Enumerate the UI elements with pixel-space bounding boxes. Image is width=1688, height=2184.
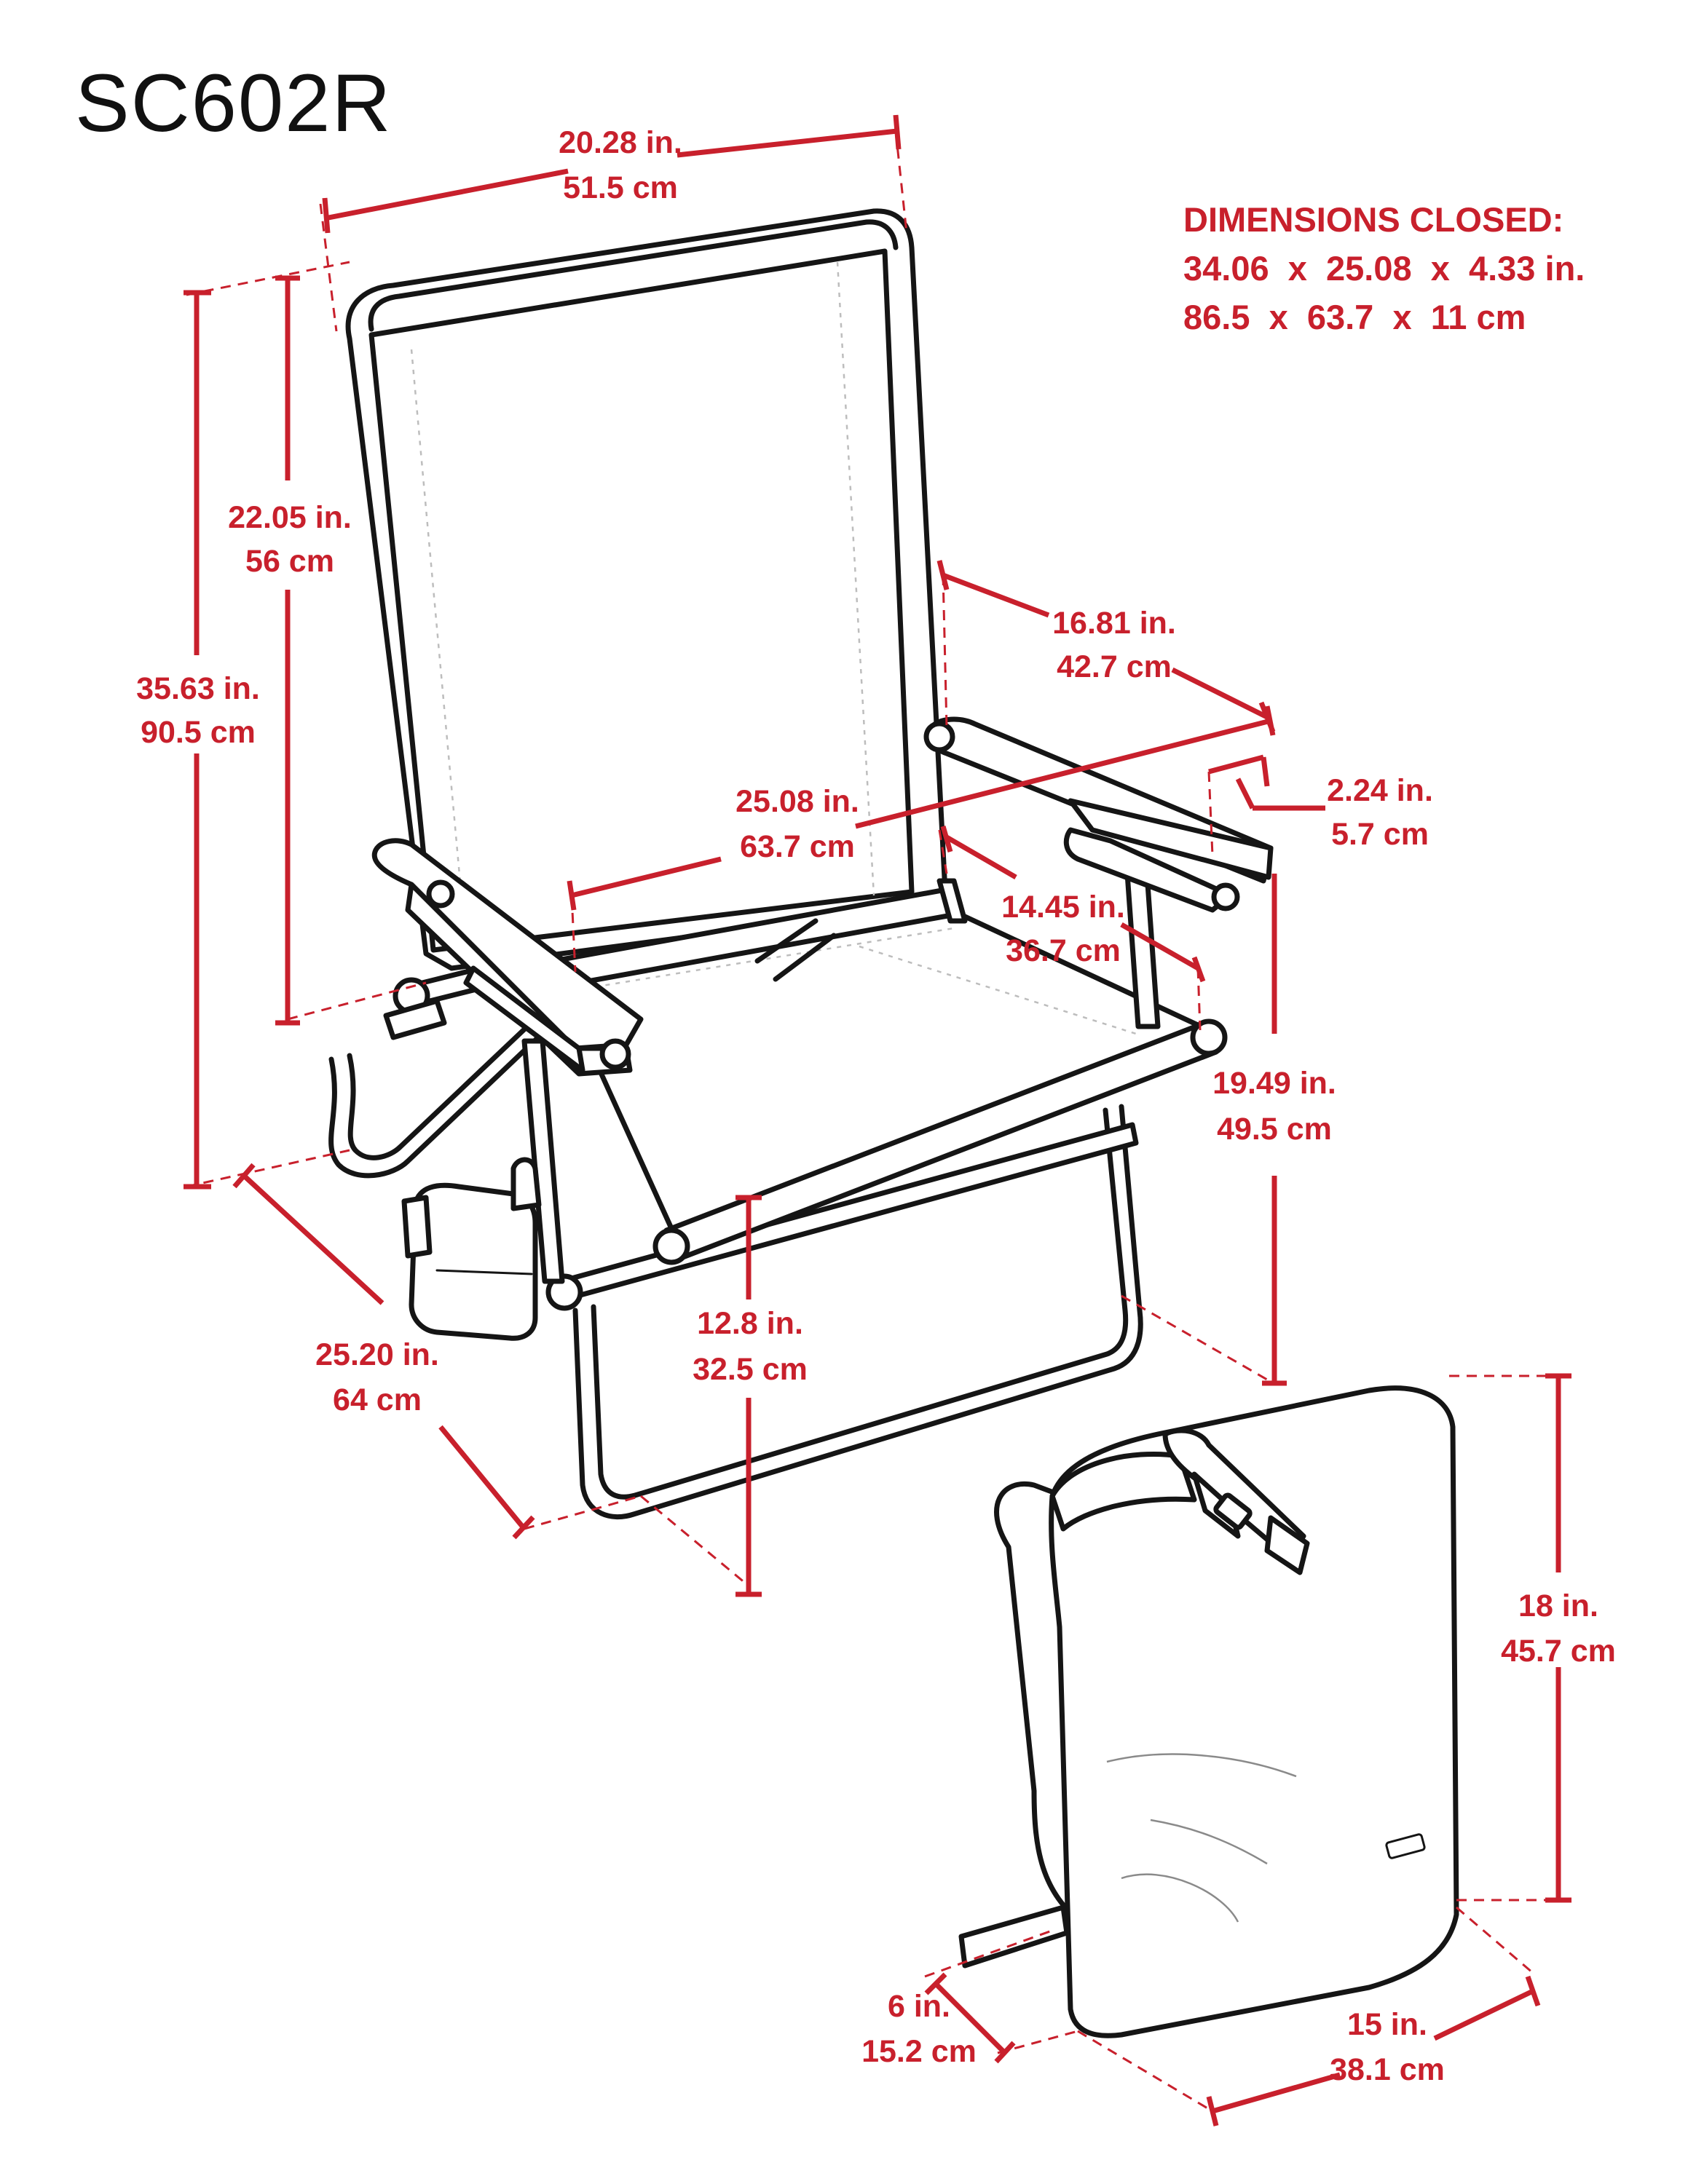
rear-leg-loop xyxy=(328,1020,556,1179)
logo-patch xyxy=(1385,1833,1426,1859)
closed-imperial: 34.06 x 25.08 x 4.33 in. xyxy=(1183,249,1585,288)
seat-depth-in: 14.45 in. xyxy=(1001,890,1125,925)
closed-metric: 86.5 x 63.7 x 11 cm xyxy=(1183,298,1526,336)
dimension-lines xyxy=(184,114,1571,2126)
bag-width-cm: 38.1 cm xyxy=(1330,2052,1445,2087)
dimension-labels: 20.28 in. 51.5 cm 22.05 in. 56 cm 35.63 … xyxy=(136,125,1616,2087)
buckle-icon xyxy=(1213,1492,1253,1530)
arm-width-cm: 5.7 cm xyxy=(1331,817,1429,852)
bag-depth-cm: 15.2 cm xyxy=(861,2034,977,2069)
backrest-fabric xyxy=(368,248,915,953)
arm-height-in: 19.49 in. xyxy=(1212,1066,1336,1101)
arm-length-in: 16.81 in. xyxy=(1052,606,1176,641)
total-depth-in: 25.20 in. xyxy=(315,1337,439,1372)
total-width-in: 25.08 in. xyxy=(735,784,859,819)
bag-height-in: 18 in. xyxy=(1518,1588,1598,1623)
bag-depth-in: 6 in. xyxy=(888,1989,950,2024)
back-width-cm: 51.5 cm xyxy=(563,170,678,205)
closed-dimensions-block: DIMENSIONS CLOSED: 34.06 x 25.08 x 4.33 … xyxy=(1183,200,1585,336)
total-height-in: 35.63 in. xyxy=(136,671,260,706)
total-depth-cm: 64 cm xyxy=(333,1382,422,1417)
total-width-cm: 63.7 cm xyxy=(740,829,855,864)
seat-height-in: 12.8 in. xyxy=(697,1306,803,1341)
front-leg-frame xyxy=(572,1104,1143,1520)
total-height-cm: 90.5 cm xyxy=(141,715,256,750)
roll-top xyxy=(1049,1452,1197,1532)
side-cooler-pouch xyxy=(409,1182,538,1341)
model-title: SC602R xyxy=(75,58,392,149)
arm-width-in: 2.24 in. xyxy=(1327,773,1433,808)
seat-depth-cm: 36.7 cm xyxy=(1006,933,1121,968)
left-hinge-lever xyxy=(383,998,447,1040)
carry-bag-drawing xyxy=(958,1385,1459,2038)
back-width-in: 20.28 in. xyxy=(559,125,682,160)
back-height-in: 22.05 in. xyxy=(228,500,352,535)
arm-height-cm: 49.5 cm xyxy=(1217,1112,1332,1147)
bag-width-in: 15 in. xyxy=(1347,2007,1427,2042)
seat-height-cm: 32.5 cm xyxy=(693,1352,808,1387)
closed-heading: DIMENSIONS CLOSED: xyxy=(1183,200,1563,239)
chair-drawing xyxy=(328,208,1274,1520)
extension-lines xyxy=(186,130,1558,2113)
back-height-cm: 56 cm xyxy=(245,544,334,579)
bag-height-cm: 45.7 cm xyxy=(1501,1634,1616,1669)
arm-length-cm: 42.7 cm xyxy=(1057,649,1172,684)
